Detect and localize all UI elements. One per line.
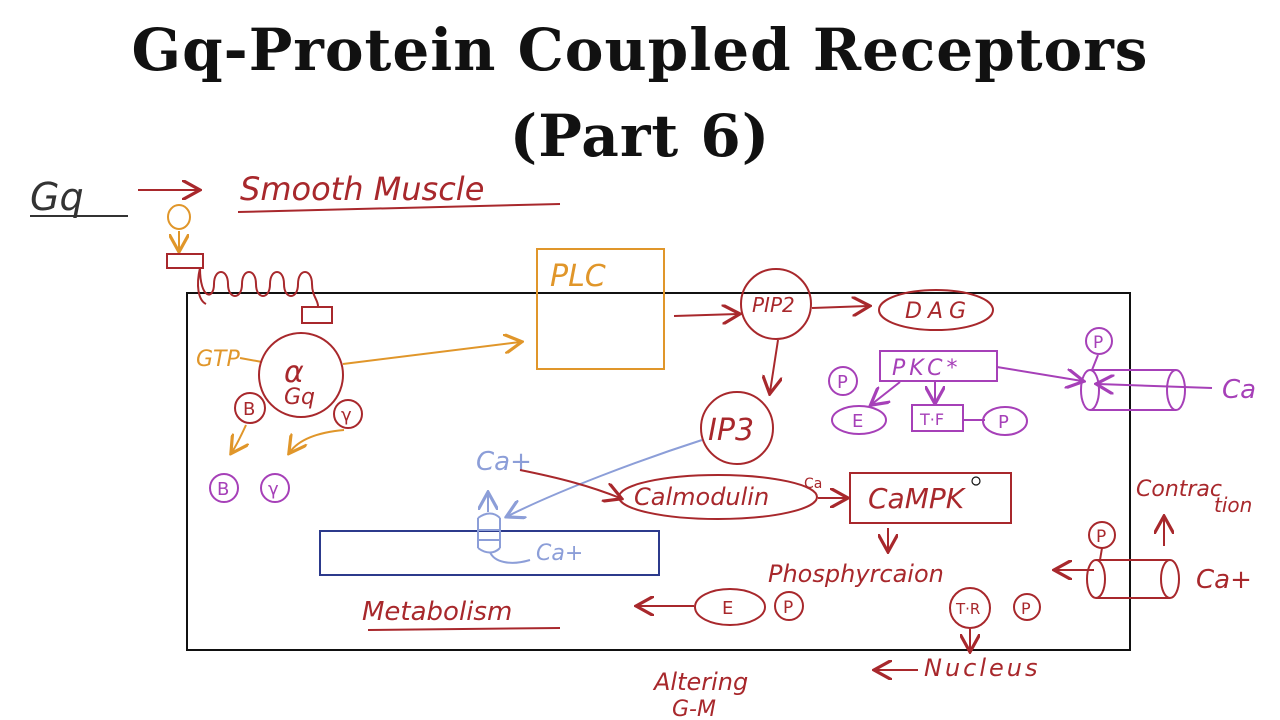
tf-label: T·F [919,410,944,429]
metabolism-underline [367,627,561,631]
bottom-e-p-label: P [783,598,793,618]
top-channel-p-circle [1085,327,1113,355]
gq-subunit-label: Gq [284,385,315,410]
pip2-circle [740,268,812,340]
top-channel-left-end [1080,369,1100,411]
top-channel-p-stem [1091,354,1099,371]
ca-store-label: Ca+ [536,541,583,566]
nucleus-label: Nucleus [924,654,1041,682]
plc-box [536,248,665,370]
ip3-circle [700,391,774,465]
cursor-marker [971,476,981,486]
ip3-to-er-arrow [508,439,703,516]
metabolism-label: Metabolism [362,597,512,627]
bottom-channel-right-end [1160,559,1180,599]
top-channel-p-label: P [1093,333,1103,353]
ligand-circle [167,204,191,230]
camk-box [849,472,1012,524]
dag-ellipse [878,289,994,331]
pip2-to-dag-arrow [811,306,868,308]
bottom-e-p-circle [774,591,804,621]
receptor-n-terminus [166,253,204,269]
alpha-label: α [284,355,304,390]
pip2-to-ip3-arrow [770,339,778,392]
contraction-label-line1: Contrac [1136,477,1222,502]
gq-heading: Gq [30,175,84,219]
ca-influx-arrow-top [1098,384,1213,388]
title-line-1: Gq-Protein Coupled Receptors [131,16,1149,84]
gamma-circle [333,399,363,429]
gm-label: G-M [672,697,716,720]
ip3-receptor-channel [477,512,501,554]
free-beta-label: B [217,479,229,500]
bottom-e-label: E [722,598,733,619]
pkc-to-channel-arrow [996,366,1082,381]
er-release-curve [489,551,531,564]
pkc-label: PKC* [892,356,961,381]
galpha-to-plc-arrow [342,342,520,365]
galpha-circle [258,332,344,418]
free-beta-circle [209,473,239,503]
beta-dissociation-arrow [232,424,246,452]
dag-label: DAG [905,299,972,324]
calmodulin-label: Calmodulin [634,483,769,511]
bottom-channel-p-circle [1088,521,1116,549]
ca-top-label: Ca [1222,375,1256,405]
camk-label: CaMPK [868,482,967,515]
calmodulin-ca-label: Ca [804,476,822,492]
tf-p-ellipse [982,406,1028,436]
gamma-label: γ [341,405,352,426]
tf-box [911,404,964,432]
cell-membrane-box [186,292,1131,651]
bottom-e-ellipse [694,588,766,626]
gtp-label: GTP [196,347,240,372]
tf-p-label: P [998,412,1009,433]
top-calcium-channel [1090,369,1176,411]
ip3-label: IP3 [708,413,754,448]
plc-label: PLC [550,259,606,294]
receptor-coil [199,267,319,307]
gamma-dissociation-arrow [290,429,345,452]
tr-circle [949,587,991,629]
top-channel-right-end [1166,369,1186,411]
tr-p-circle [1013,593,1041,621]
ca-cytosol-label: Ca+ [476,447,532,477]
smooth-muscle-underline [237,203,561,213]
contraction-label-line2: tion [1214,493,1252,517]
beta-label: B [243,399,255,420]
bottom-channel-p-label: P [1096,527,1106,547]
pkc-box [879,350,998,382]
pkc-substrate-p-label: P [837,372,848,393]
tr-p-label: P [1021,599,1031,618]
bottom-channel-left-end [1086,559,1106,599]
pkc-e-label: E [852,411,863,432]
ca-to-calmodulin-arrow [519,469,620,498]
receptor-coil-left [197,267,207,305]
plc-to-pip2-arrow [673,314,738,316]
gtp-link [239,357,263,363]
ca-bottom-label: Ca+ [1196,565,1252,595]
title-line-2: (Part 6) [509,102,771,170]
pip2-label: PIP2 [752,293,795,317]
phosphorylation-label: Phosphyrcaion [768,560,944,588]
pkc-e-ellipse [831,405,887,435]
free-gamma-circle [260,473,290,503]
free-gamma-label: γ [268,479,279,500]
bottom-channel-p-stem [1099,547,1103,561]
calmodulin-ellipse [618,474,818,520]
pkc-to-e-arrow [872,381,901,404]
tr-label: T·R [955,600,980,618]
altering-label: Altering [652,668,748,696]
bottom-calcium-channel [1096,559,1170,599]
beta-circle [234,392,266,424]
receptor-c-terminus [301,306,333,324]
smooth-muscle-note: Smooth Muscle [240,170,484,208]
pkc-substrate-p-circle [828,366,858,396]
